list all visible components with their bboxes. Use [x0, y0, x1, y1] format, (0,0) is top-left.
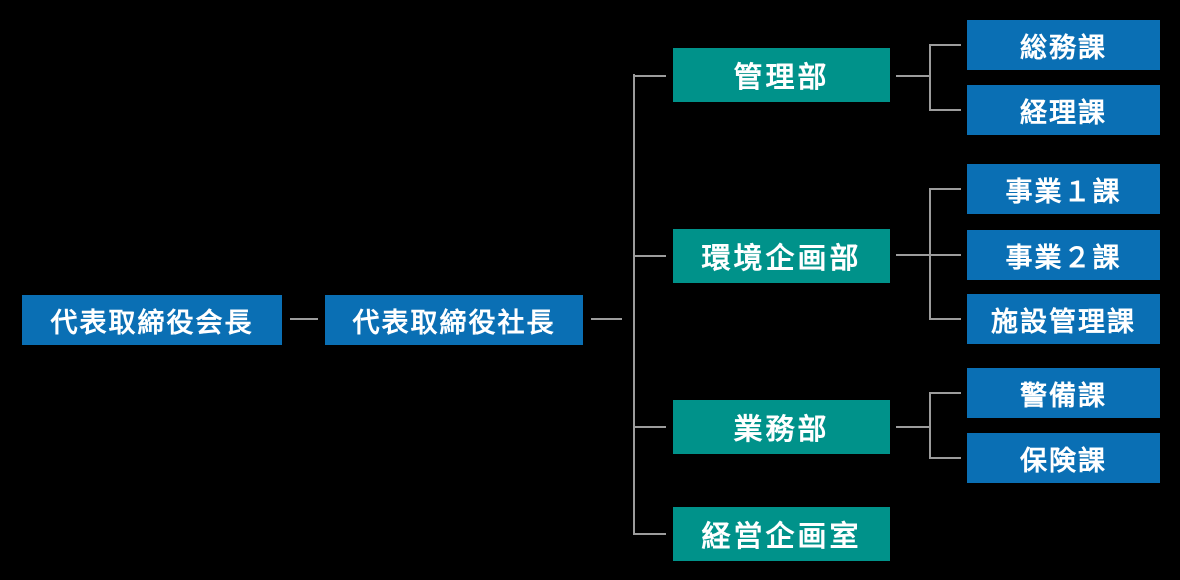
connector-kanribu-branch [896, 75, 930, 77]
connector-president-trunk [591, 318, 622, 320]
branch-line-kanribu [929, 44, 931, 111]
box-keiei-kikakushitsu: 経営企画室 [673, 507, 890, 561]
connector-chairman-president [290, 318, 318, 320]
connector-jigyo-1-ka [929, 188, 961, 190]
branch-line-kankyo-kikakubu [929, 188, 931, 320]
branch-line-gyomubu [929, 392, 931, 459]
box-jigyo-1-ka: 事業１課 [967, 164, 1160, 214]
connector-trunk-kanribu [635, 75, 666, 77]
box-hokenka: 保険課 [967, 433, 1160, 483]
connector-trunk-kankyo-kikakubu [635, 255, 666, 257]
connector-hokenka [929, 457, 961, 459]
box-keibika: 警備課 [967, 368, 1160, 418]
chairman-box: 代表取締役会長 [22, 295, 282, 345]
box-keirika: 経理課 [967, 85, 1160, 135]
box-gyomubu: 業務部 [673, 400, 890, 454]
connector-trunk-keiei-kikakushitsu [635, 533, 666, 535]
box-jigyo-2-ka: 事業２課 [967, 230, 1160, 280]
connector-kankyo-kikakubu-branch [896, 254, 961, 256]
connector-somuka [929, 44, 961, 46]
connector-shisetsu-kanrika [929, 318, 961, 320]
connector-gyomubu-branch [896, 426, 930, 428]
box-shisetsu-kanrika: 施設管理課 [967, 294, 1160, 344]
box-kanribu: 管理部 [673, 48, 890, 102]
connector-keirika [929, 109, 961, 111]
box-kankyo-kikakubu: 環境企画部 [673, 229, 890, 283]
box-somuka: 総務課 [967, 20, 1160, 70]
president-box: 代表取締役社長 [325, 295, 583, 345]
connector-trunk-gyomubu [635, 426, 666, 428]
trunk-line [633, 74, 635, 535]
connector-keibika [929, 392, 961, 394]
